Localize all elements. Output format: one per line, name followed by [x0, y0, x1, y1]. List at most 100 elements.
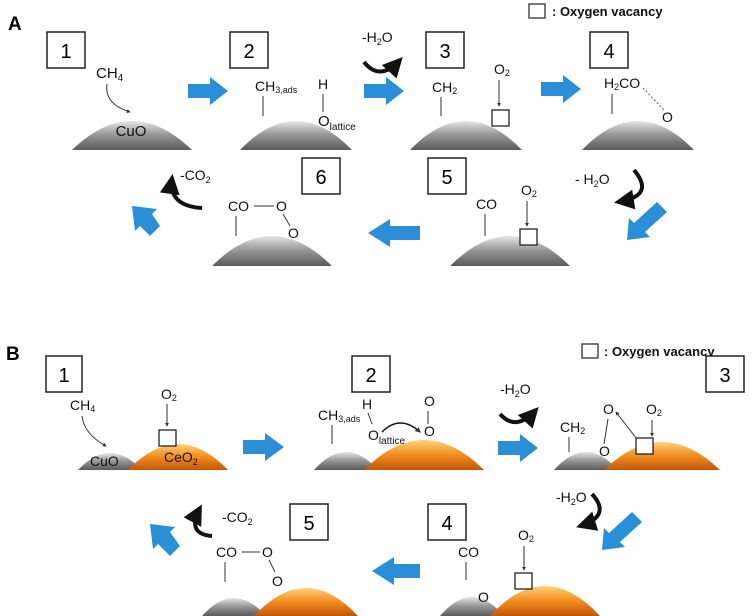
a-step-1-box — [46, 31, 86, 69]
b-oxygen-vacancy-4 — [514, 572, 533, 590]
b-minus-h2o-1: -H2O — [500, 381, 531, 399]
b-minus-co2: -CO2 — [222, 509, 253, 527]
legend-a-vacancy-box — [528, 3, 546, 19]
b-arrow-1-2 — [243, 433, 284, 461]
b-step-4: 4 CO O2 O — [427, 503, 600, 616]
a-co-label-5: CO — [476, 196, 497, 212]
a-arrow-1-2 — [188, 77, 228, 105]
b-h-label: H — [362, 396, 372, 412]
b-arrow-3-4 — [602, 512, 642, 550]
a-step-4-box — [589, 31, 629, 69]
b-step-3: 3 CH2 O O2 O — [554, 355, 745, 470]
a-step-5: 5 CO O2 — [427, 157, 570, 266]
b-cuo-surface-4 — [440, 597, 504, 616]
a-h2co-o-dotted — [642, 87, 665, 111]
a-o2-label-3: O2 — [494, 61, 510, 78]
b-o2-label-4: O2 — [518, 527, 534, 544]
b-step-5-box — [289, 503, 329, 541]
a-step-4-number: 4 — [603, 41, 614, 63]
b-o-label-2b: O — [424, 423, 435, 439]
b-ch2-label: CH2 — [560, 419, 585, 436]
a-arrow-4-5 — [627, 202, 667, 240]
a-minus-h2o-2: - H2O — [575, 171, 610, 189]
a-o2-label-5: O2 — [521, 182, 537, 199]
b-arrow-4-5 — [372, 557, 420, 585]
panel-b-label: B — [6, 344, 20, 365]
b-ceo2-surface-2 — [364, 440, 484, 470]
b-step-3-number: 3 — [719, 365, 730, 387]
a-step-6-box — [301, 157, 341, 195]
b-step-2-number: 2 — [365, 365, 376, 387]
a-step-3: 3 CH2 O2 — [410, 31, 522, 150]
legend-a-text: : Oxygen vacancy — [552, 4, 663, 19]
b-curved-arrow-co2 — [183, 504, 213, 538]
b-o-bond-3 — [603, 418, 609, 445]
a-olattice-label: Olattice — [318, 113, 356, 133]
a-arrow-2-3 — [364, 77, 404, 105]
panel-a-label: A — [8, 14, 22, 35]
a-step-1: 1 CH4 CuO — [46, 31, 192, 150]
b-minus-h2o-2: -H2O — [556, 489, 587, 507]
b-lattice-transfer-arrow — [381, 422, 421, 433]
b-co-label-4: CO — [458, 544, 479, 560]
b-o2-label-3: O2 — [646, 401, 662, 418]
a-h2co-label: H2CO — [604, 75, 640, 92]
b-ceo2-surface-1 — [128, 444, 228, 470]
a-o-label-6a: O — [276, 198, 287, 214]
a-o-label-4: O — [662, 109, 673, 125]
b-step-2-box — [351, 355, 391, 393]
b-ceo2-surface-5 — [254, 588, 358, 616]
b-ceo2-surface-3 — [604, 442, 720, 470]
b-ch4-adsorb-arrow — [81, 415, 107, 447]
b-o-label-3b: O — [599, 443, 610, 459]
b-h-bond — [367, 412, 373, 425]
a-step-1-number: 1 — [60, 41, 71, 63]
a-cuo-surface-1 — [72, 121, 192, 150]
a-o-o-bond-6 — [282, 213, 291, 227]
a-ch2-label: CH2 — [432, 79, 457, 96]
a-step-6-number: 6 — [315, 167, 326, 189]
b-cuo-surface-1 — [78, 453, 142, 470]
b-olattice-label: Olattice — [368, 427, 405, 447]
legend-b-vacancy-box — [581, 343, 599, 359]
b-oxygen-vacancy-3 — [635, 437, 654, 455]
b-oxygen-vacancy-1 — [158, 429, 177, 447]
b-step-1: 1 CH4 O2 CuO CeO2 — [45, 355, 228, 470]
a-cuo-surface-5 — [450, 236, 570, 266]
b-o-label-3a: O — [603, 401, 614, 417]
b-cuo-surface-3 — [554, 452, 618, 470]
a-step-2-box — [229, 31, 269, 69]
b-o-label-4: O — [478, 589, 489, 605]
a-o-label-6b: O — [288, 225, 299, 241]
b-o-o-bond-5 — [268, 559, 276, 573]
a-curved-arrow-co2 — [159, 174, 203, 210]
b-cuo-surface-2 — [314, 452, 378, 470]
b-step-4-box — [427, 503, 467, 541]
a-oxygen-vacancy-3 — [491, 109, 510, 127]
b-step-3-box — [705, 355, 745, 393]
a-cuo-surface-3 — [410, 121, 522, 150]
b-curved-arrow-h2o-1 — [498, 407, 539, 429]
b-o-label-5a: O — [262, 544, 273, 560]
b-cuo-label: CuO — [90, 453, 119, 469]
a-arrow-3-4 — [541, 75, 581, 103]
a-curved-arrow-h2o-1 — [362, 57, 403, 79]
a-step-3-number: 3 — [439, 41, 450, 63]
b-o-label-5b: O — [272, 573, 283, 589]
a-co-label-6: CO — [228, 198, 249, 214]
a-step-5-box — [427, 157, 467, 195]
b-step-4-number: 4 — [441, 513, 452, 535]
b-ceo2-surface-4 — [490, 586, 600, 616]
a-cuo-surface-2 — [240, 121, 352, 150]
a-oxygen-vacancy-5 — [519, 228, 538, 246]
legend-b-text: : Oxygen vacancy — [604, 344, 715, 359]
a-ch4-adsorb-arrow — [106, 83, 131, 113]
a-cuo-label: CuO — [116, 123, 147, 140]
b-ch4-label: CH4 — [70, 397, 95, 414]
b-step-2: 2 CH3,ads H O Olattice O — [314, 355, 484, 470]
a-arrow-out — [132, 206, 160, 236]
b-step-5-number: 5 — [303, 513, 314, 535]
a-step-6: 6 CO O O — [212, 157, 341, 266]
b-arrow-out — [150, 524, 180, 556]
